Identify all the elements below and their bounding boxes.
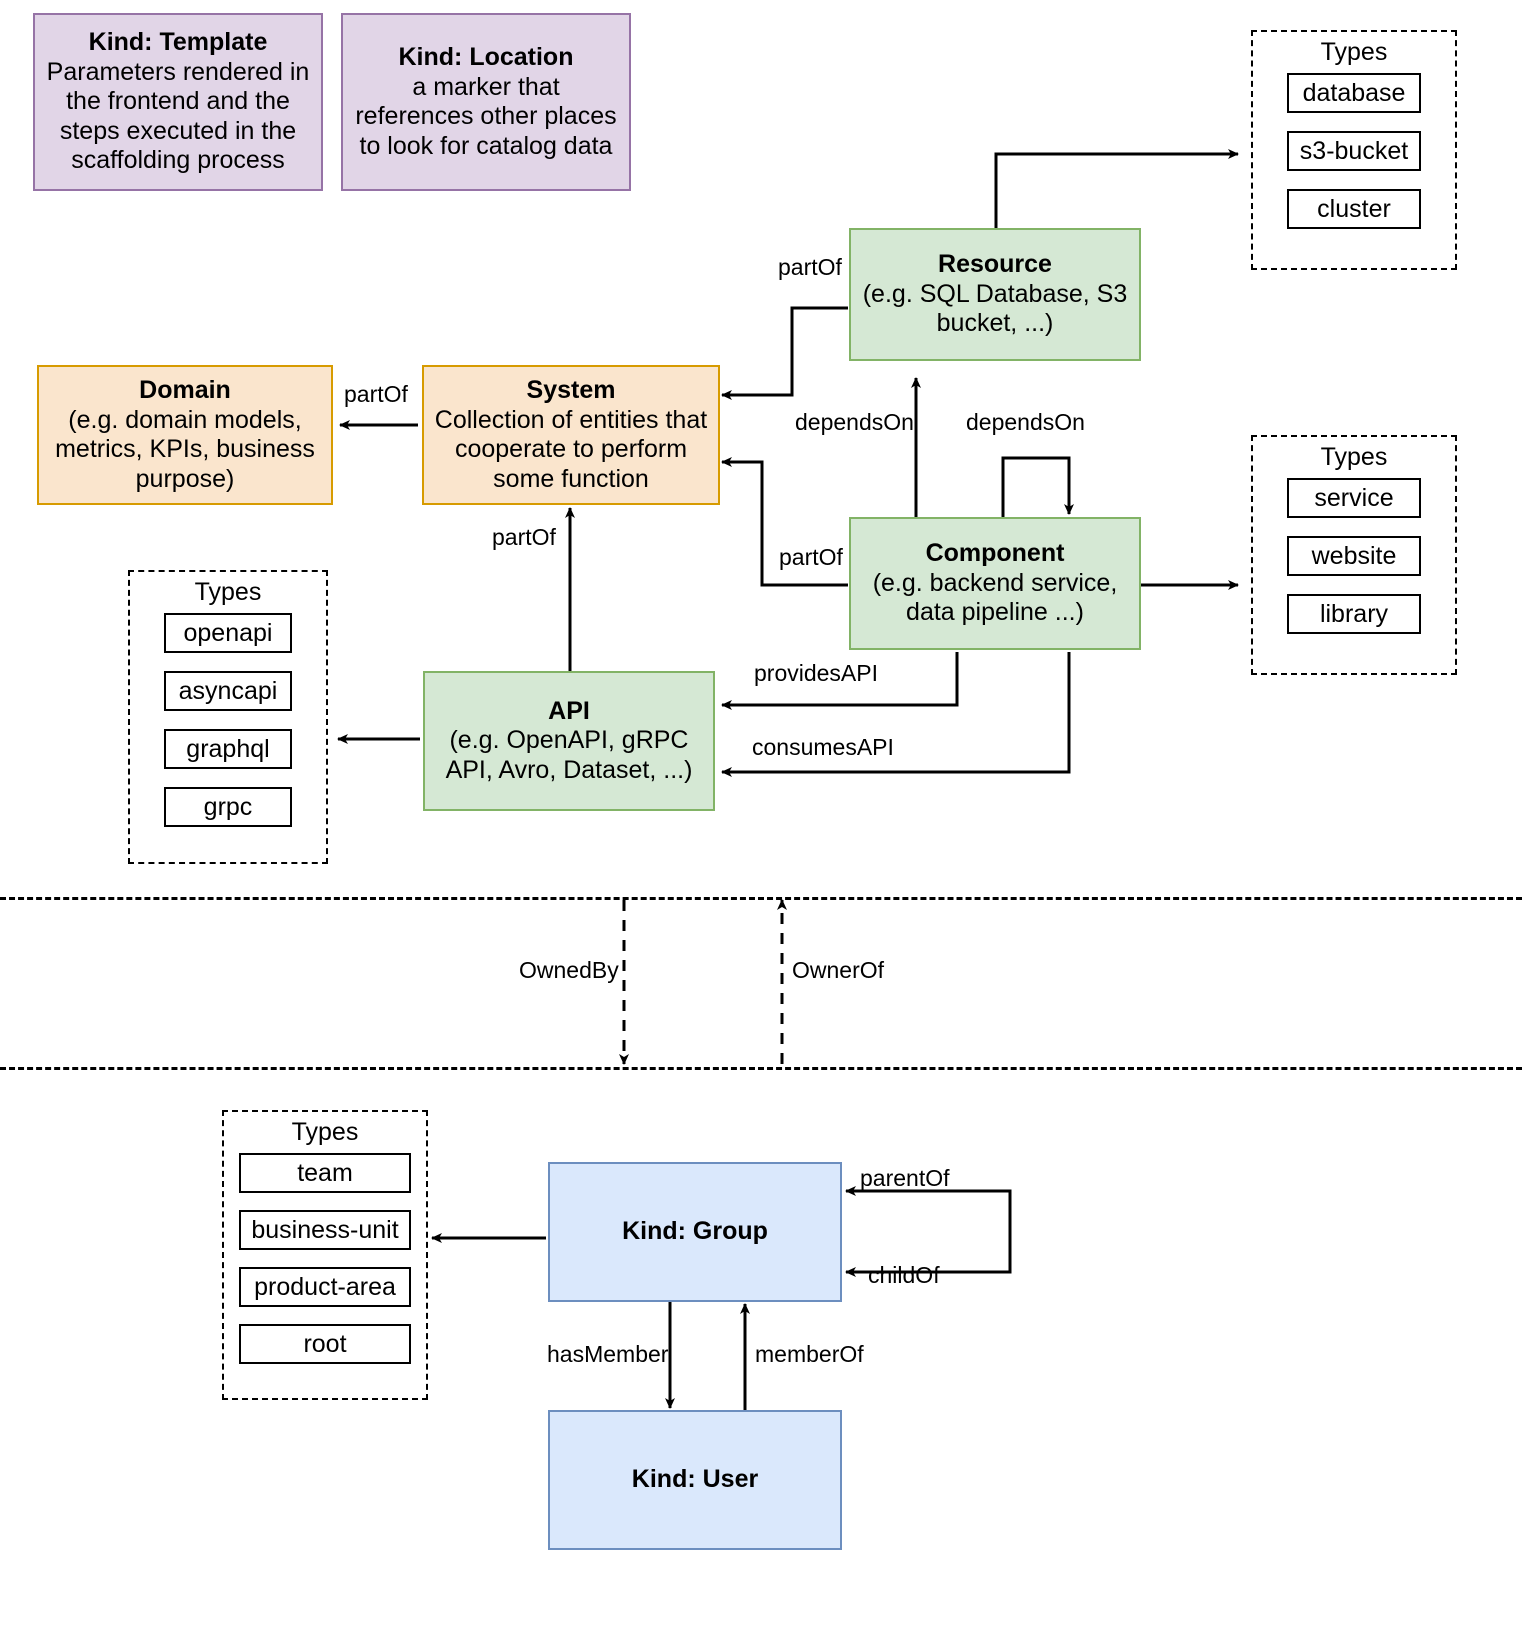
node-api-title: API <box>548 696 590 725</box>
type-chip-cluster[interactable]: cluster <box>1287 189 1421 229</box>
node-api-description: (e.g. OpenAPI, gRPC API, Avro, Dataset, … <box>445 726 693 784</box>
edge-resource-partof-system <box>721 306 848 400</box>
swimlane-separator-top <box>0 897 1522 900</box>
node-domain[interactable]: Domain (e.g. domain models, metrics, KPI… <box>37 365 333 505</box>
node-kind-user-title: Kind: User <box>631 1465 759 1494</box>
type-chip-database[interactable]: database <box>1287 73 1421 113</box>
type-group-resource: Types database s3-bucket cluster <box>1251 30 1457 270</box>
node-kind-template-description: Parameters rendered in the frontend and … <box>46 57 310 175</box>
type-chip-root[interactable]: root <box>239 1324 411 1364</box>
node-component-description: (e.g. backend service, data pipeline ...… <box>872 568 1118 627</box>
type-chip-openapi[interactable]: openapi <box>164 613 292 653</box>
edge-label-component-providesapi: providesAPI <box>754 660 879 686</box>
edge-label-component-partof-system: partOf <box>779 544 843 570</box>
node-domain-description: (e.g. domain models, metrics, KPIs, busi… <box>55 405 315 493</box>
edge-label-system-partof-domain: partOf <box>344 381 408 407</box>
edge-resource-to-types <box>994 149 1239 228</box>
edge-label-api-partof-system: partOf <box>492 524 556 550</box>
type-group-api-label: Types <box>194 578 262 606</box>
node-kind-template[interactable]: Kind: Template Parameters rendered in th… <box>33 13 323 191</box>
edge-group-childof <box>845 1191 1012 1277</box>
node-kind-location-description: a marker that references other places to… <box>355 72 617 160</box>
node-system[interactable]: System Collection of entities that coope… <box>422 365 720 505</box>
type-group-group-label: Types <box>291 1118 359 1146</box>
type-chip-graphql[interactable]: graphql <box>164 729 292 769</box>
edge-label-group-childof: childOf <box>868 1262 940 1288</box>
edge-label-ownerof: OwnerOf <box>792 957 885 983</box>
swimlane-separator-bottom <box>0 1067 1522 1070</box>
type-group-api: Types openapi asyncapi graphql grpc <box>128 570 328 864</box>
type-chip-s3-bucket[interactable]: s3-bucket <box>1287 131 1421 171</box>
node-kind-location-title: Kind: Location <box>398 43 574 71</box>
edge-label-component-dependson-resource: dependsOn <box>795 409 914 435</box>
node-system-description: Collection of entities that cooperate to… <box>434 405 708 493</box>
edge-group-parentof <box>845 1186 1012 1272</box>
node-kind-group[interactable]: Kind: Group <box>548 1162 842 1302</box>
node-api[interactable]: API (e.g. OpenAPI, gRPC API, Avro, Datas… <box>423 671 715 811</box>
type-chip-grpc[interactable]: grpc <box>164 787 292 827</box>
node-component-title: Component <box>925 539 1065 568</box>
node-kind-user[interactable]: Kind: User <box>548 1410 842 1550</box>
edge-label-resource-partof-system: partOf <box>778 254 842 280</box>
edge-label-group-parentof: parentOf <box>860 1165 950 1191</box>
edge-label-component-consumesapi: consumesAPI <box>752 734 894 760</box>
type-chip-website[interactable]: website <box>1287 536 1421 576</box>
type-group-component: Types service website library <box>1251 435 1457 675</box>
type-chip-team[interactable]: team <box>239 1153 411 1193</box>
node-kind-template-title: Kind: Template <box>88 28 268 57</box>
node-component[interactable]: Component (e.g. backend service, data pi… <box>849 517 1141 650</box>
type-group-resource-label: Types <box>1320 38 1388 66</box>
node-kind-group-title: Kind: Group <box>622 1217 768 1246</box>
node-resource-description: (e.g. SQL Database, S3 bucket, ...) <box>862 279 1128 338</box>
type-chip-library[interactable]: library <box>1287 594 1421 634</box>
edge-label-user-memberof: memberOf <box>755 1341 864 1367</box>
type-group-component-label: Types <box>1320 443 1388 471</box>
edge-component-dependson-component <box>1001 456 1074 518</box>
node-resource[interactable]: Resource (e.g. SQL Database, S3 bucket, … <box>849 228 1141 361</box>
edge-label-group-hasmember: hasMember <box>547 1341 669 1367</box>
node-system-title: System <box>526 376 616 404</box>
type-chip-product-area[interactable]: product-area <box>239 1267 411 1307</box>
type-chip-business-unit[interactable]: business-unit <box>239 1210 411 1250</box>
node-resource-title: Resource <box>938 250 1052 279</box>
node-domain-title: Domain <box>139 376 231 404</box>
edge-label-ownedby: OwnedBy <box>519 957 619 983</box>
type-group-group: Types team business-unit product-area ro… <box>222 1110 428 1400</box>
type-chip-service[interactable]: service <box>1287 478 1421 518</box>
type-chip-asyncapi[interactable]: asyncapi <box>164 671 292 711</box>
edge-label-component-dependson-component: dependsOn <box>966 409 1085 435</box>
node-kind-location[interactable]: Kind: Location a marker that references … <box>341 13 631 191</box>
